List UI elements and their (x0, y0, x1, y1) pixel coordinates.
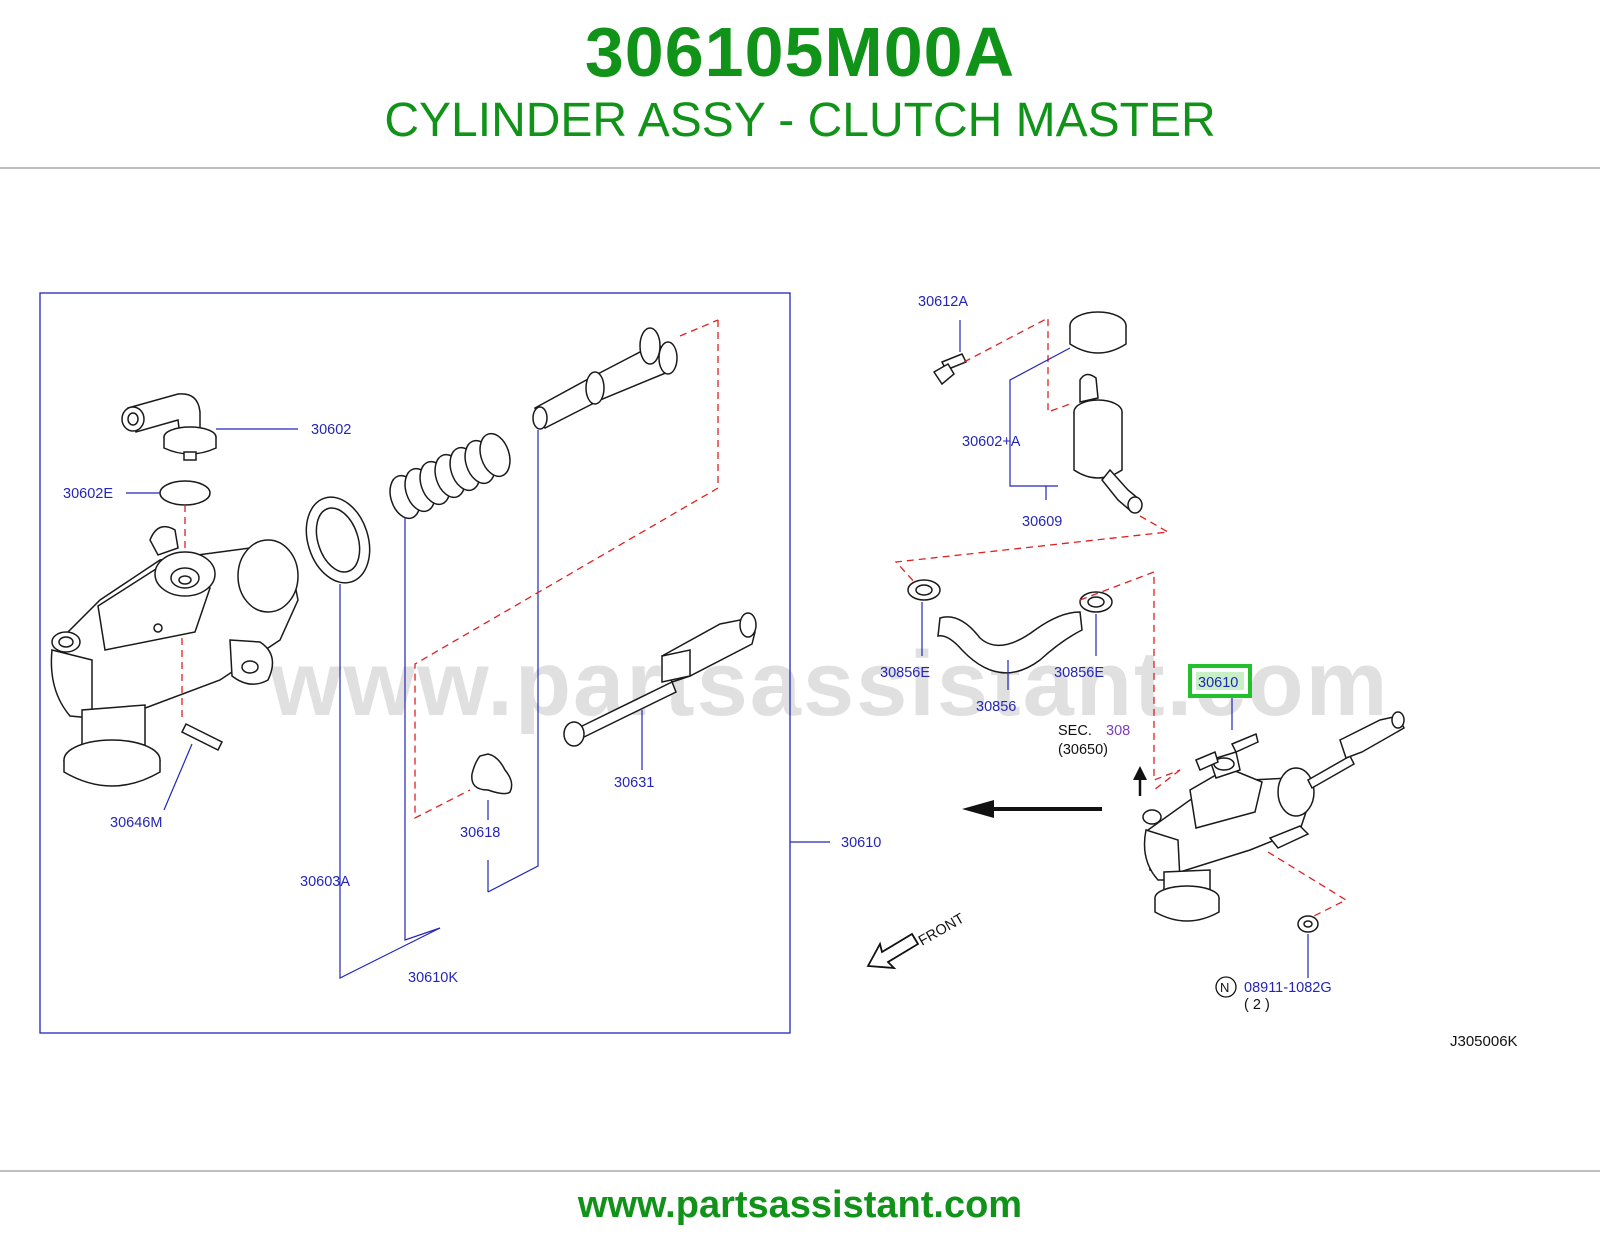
header-divider (0, 167, 1600, 169)
o-ring-icon (159, 480, 211, 506)
part-number-title: 306105M00A (584, 13, 1016, 91)
callout-30602A[interactable]: 30602+A (962, 434, 1021, 450)
callout-30631[interactable]: 30631 (614, 775, 654, 791)
callout-30612A[interactable]: 30612A (918, 294, 968, 310)
callout-30610[interactable]: 30610 (841, 835, 881, 851)
section-reference: (30650) (1058, 742, 1108, 758)
callout-08911-1082G[interactable]: 08911-1082G (1244, 980, 1332, 996)
reservoir-cap-icon (1069, 311, 1127, 354)
front-label: FRONT (916, 911, 967, 950)
parts-diagram: www.partsassistant.com 30602 30602E (39, 292, 1518, 1050)
callout-30602E[interactable]: 30602E (63, 486, 113, 502)
clutch-master-cylinder-assembly-icon (1142, 711, 1405, 922)
hose-clamp-left-icon (907, 579, 941, 601)
footer-website-link[interactable]: www.partsassistant.com (577, 1184, 1023, 1226)
callout-30618[interactable]: 30618 (460, 825, 500, 841)
elbow-fitting-icon (121, 393, 217, 461)
footer-divider (0, 1170, 1600, 1172)
pin-icon (180, 722, 224, 752)
callout-30602[interactable]: 30602 (311, 422, 351, 438)
section-number-link[interactable]: 308 (1106, 723, 1130, 739)
flange-nut-icon (1297, 915, 1319, 933)
callout-30856E-left[interactable]: 30856E (880, 665, 930, 681)
quantity-note: ( 2 ) (1244, 997, 1270, 1013)
callout-30646M[interactable]: 30646M (110, 815, 162, 831)
cup-seal-icon (305, 496, 371, 584)
hose-clamp-right-icon (1079, 591, 1113, 613)
part-description: CYLINDER ASSY - CLUTCH MASTER (384, 94, 1216, 147)
new-part-marker-icon (1215, 976, 1237, 998)
new-part-marker-letter: N (1220, 980, 1229, 995)
reservoir-tank-icon (1073, 373, 1143, 514)
callout-30610-highlight: 30610 (1198, 675, 1238, 691)
callout-30609[interactable]: 30609 (1022, 514, 1062, 530)
section-label: SEC. (1058, 723, 1092, 739)
return-spring-icon (389, 432, 511, 520)
callout-30610K[interactable]: 30610K (408, 970, 458, 986)
push-rod-icon (563, 612, 757, 747)
page-header: 306105M00A CYLINDER ASSY - CLUTCH MASTER (0, 0, 1600, 170)
callout-30856[interactable]: 30856 (976, 699, 1016, 715)
bolt-icon (932, 353, 968, 386)
diagram-code: J305006K (1450, 1033, 1518, 1050)
detail-frame (39, 292, 791, 1034)
master-cylinder-body-icon (50, 525, 299, 787)
snap-ring-icon (471, 753, 513, 795)
front-direction-arrow-icon (866, 932, 920, 970)
callout-30856E-right[interactable]: 30856E (1054, 665, 1104, 681)
left-arrow-icon (962, 800, 1102, 818)
up-arrow-icon (1133, 766, 1147, 796)
hose-icon (937, 611, 1083, 674)
highlighted-part-callout[interactable]: 30610 (1188, 664, 1252, 698)
piston-icon (532, 327, 678, 430)
callout-30603A[interactable]: 30603A (300, 874, 350, 890)
